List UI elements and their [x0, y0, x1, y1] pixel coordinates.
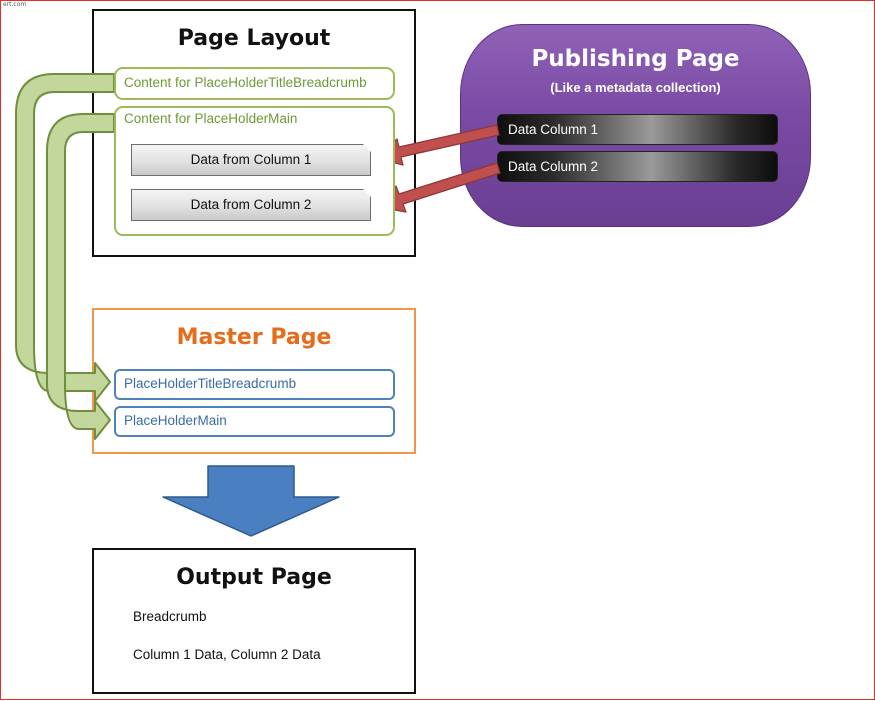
- publishing-page-title: Publishing Page: [531, 46, 740, 72]
- content-title-breadcrumb-label: Content for PlaceHolderTitleBreadcrumb: [124, 75, 367, 90]
- data-from-column-1: Data from Column 1: [131, 144, 371, 176]
- output-page-title: Output Page: [176, 565, 332, 590]
- placeholder-main: PlaceHolderMain: [114, 406, 395, 437]
- placeholder-title-breadcrumb: PlaceHolderTitleBreadcrumb: [114, 369, 395, 400]
- publishing-page-subtitle: (Like a metadata collection): [550, 80, 721, 95]
- output-data-text: Column 1 Data, Column 2 Data: [133, 647, 321, 662]
- data-from-column-2: Data from Column 2: [131, 189, 371, 221]
- down-arrow: [162, 465, 340, 537]
- page-layout-title: Page Layout: [177, 26, 331, 51]
- master-page-title: Master Page: [176, 325, 332, 350]
- green-arrow-breadcrumb: [15, 73, 115, 402]
- content-title-breadcrumb-box: Content for PlaceHolderTitleBreadcrumb: [114, 67, 395, 100]
- corner-watermark: ert.com: [3, 1, 27, 8]
- data-column-1: Data Column 1: [497, 114, 778, 145]
- green-arrow-main: [46, 113, 115, 440]
- red-arrow-column-2: [377, 162, 501, 213]
- publishing-page-shape: Publishing Page (Like a metadata collect…: [460, 24, 811, 227]
- output-breadcrumb-text: Breadcrumb: [133, 609, 207, 624]
- content-main-label: Content for PlaceHolderMain: [124, 111, 298, 126]
- output-page-box: Output Page Breadcrumb Column 1 Data, Co…: [92, 548, 416, 694]
- data-column-2: Data Column 2: [497, 151, 778, 182]
